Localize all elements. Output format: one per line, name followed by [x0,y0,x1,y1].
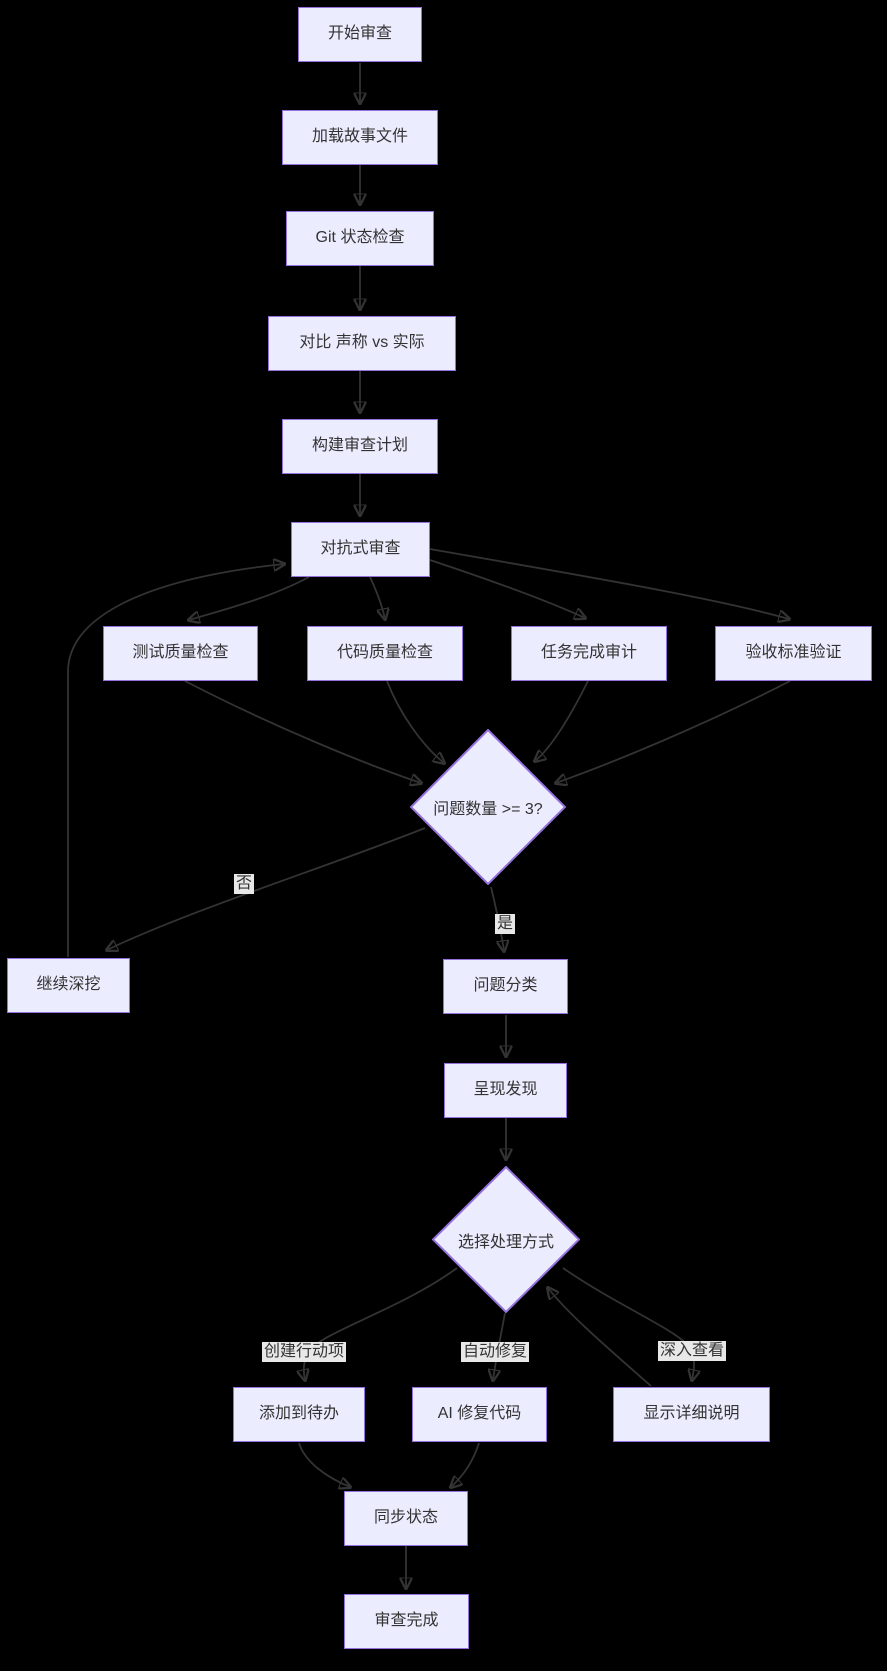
node-git-status-check: Git 状态检查 [286,211,434,266]
edge-label-auto-fix: 自动修复 [460,1342,530,1362]
node-label: 测试质量检查 [132,644,229,662]
edge-adversarial-to-code [369,576,385,619]
node-compare-claimed-vs-actual: 对比 声称 vs 实际 [268,316,456,371]
diamond-shape [432,1166,580,1313]
edge-adversarial-to-task [429,559,585,618]
node-add-to-todo: 添加到待办 [233,1387,365,1442]
node-sync-status: 同步状态 [344,1491,468,1546]
edge-accept-to-decision1 [556,680,791,783]
edge-code-to-decision1 [386,680,444,763]
edge-dig-to-adversarial [67,564,284,957]
edge-decision1-no-to-dig [107,827,426,950]
node-label: 同步状态 [373,1509,438,1527]
edge-adversarial-to-test [189,576,310,620]
node-show-detailed-explanation: 显示详细说明 [613,1387,770,1442]
diamond-shape [410,729,566,885]
node-choose-handling-decision: 选择处理方式 [432,1166,580,1313]
edge-test-to-decision1 [184,680,421,783]
node-ai-fix-code: AI 修复代码 [412,1387,547,1442]
node-label: 构建审查计划 [311,437,408,455]
node-label: 审查完成 [374,1612,439,1630]
node-label: 代码质量检查 [336,644,433,662]
node-label: 问题数量 >= 3? [433,801,543,818]
node-present-findings: 呈现发现 [444,1063,567,1118]
node-review-complete: 审查完成 [344,1594,469,1649]
node-adversarial-review: 对抗式审查 [291,522,430,577]
node-issue-classification: 问题分类 [443,959,568,1014]
node-label: 添加到待办 [258,1405,339,1423]
edge-label-no: 否 [233,874,255,894]
node-test-quality-check: 测试质量检查 [103,626,258,681]
node-label: 任务完成审计 [540,644,637,662]
node-label: 问题分类 [473,977,538,995]
node-label: 验收标准验证 [745,644,842,662]
node-load-story-file: 加载故事文件 [282,110,438,165]
node-label: Git 状态检查 [315,229,405,247]
node-label: 呈现发现 [473,1081,538,1099]
node-issue-count-decision: 问题数量 >= 3? [410,729,566,885]
edge-aifix-to-sync [451,1442,480,1487]
node-label: 继续深挖 [36,976,101,994]
node-acceptance-criteria-verify: 验收标准验证 [715,626,872,681]
edge-adversarial-to-accept [429,548,789,619]
node-label: 开始审查 [327,25,392,43]
edge-task-to-decision1 [535,680,589,761]
edge-label-deep-view: 深入查看 [657,1341,727,1361]
node-build-review-plan: 构建审查计划 [282,419,438,474]
node-dig-deeper: 继续深挖 [7,958,130,1013]
node-label: 对比 声称 vs 实际 [299,334,425,352]
node-label: 选择处理方式 [457,1233,554,1251]
node-label: 对抗式审查 [320,540,401,558]
node-label: 加载故事文件 [311,128,408,146]
edge-label-create-action-item: 创建行动项 [261,1342,347,1362]
node-label: AI 修复代码 [437,1405,522,1423]
node-task-completion-audit: 任务完成审计 [511,626,667,681]
edge-details-to-decision2 [548,1288,652,1387]
node-code-quality-check: 代码质量检查 [307,626,463,681]
node-label: 显示详细说明 [643,1405,740,1423]
node-start-review: 开始审查 [298,7,422,62]
edge-todo-to-sync [298,1442,350,1487]
edge-label-yes: 是 [494,914,516,934]
